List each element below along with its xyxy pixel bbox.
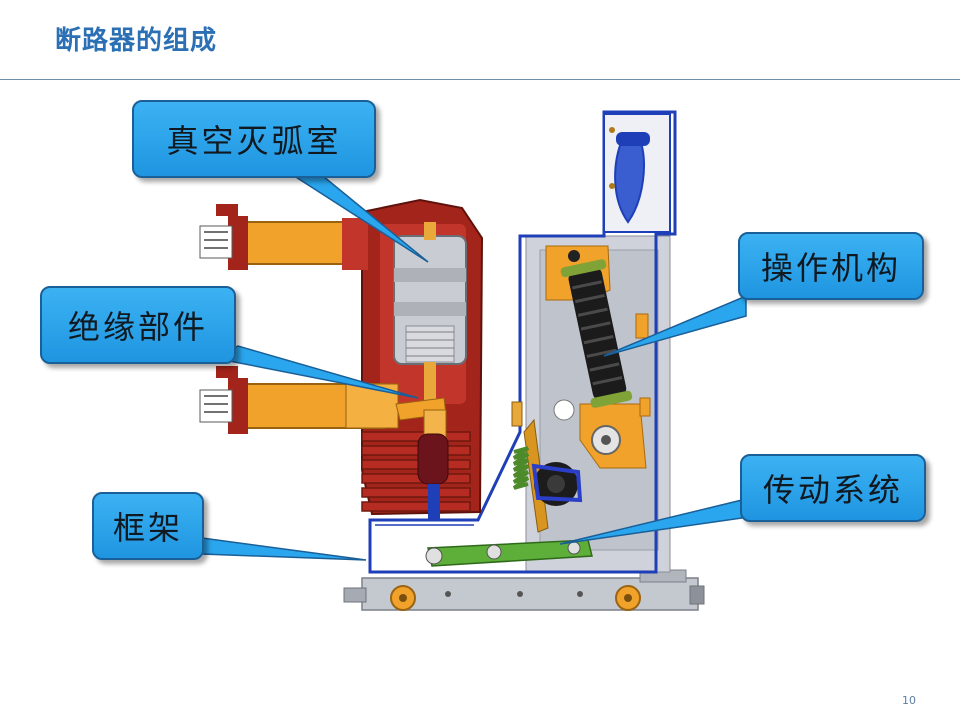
callout-insulation-parts: 绝缘部件 (40, 286, 236, 364)
callout-vacuum-interrupter: 真空灭弧室 (132, 100, 376, 178)
top-spring (604, 114, 670, 232)
callout-transmission-system: 传动系统 (740, 454, 926, 522)
page-number: 10 (902, 694, 916, 707)
callout-frame: 框架 (92, 492, 204, 560)
chassis-base (344, 570, 704, 610)
callout-operating-mechanism: 操作机构 (738, 232, 924, 300)
upper-terminal-arm (200, 204, 368, 270)
